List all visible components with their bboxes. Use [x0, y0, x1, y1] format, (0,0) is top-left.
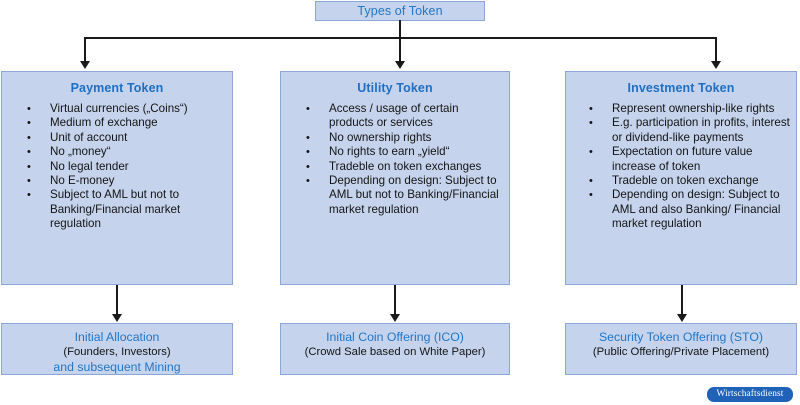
arrow-head-result-1: [112, 314, 122, 322]
result-subtitle: (Public Offering/Private Placement): [592, 346, 770, 358]
connector-branch-2: [399, 37, 401, 61]
root-node-types-of-token[interactable]: Types of Token: [315, 1, 485, 21]
category-title: Utility Token: [357, 81, 433, 95]
result-subtitle: (Founders, Investors): [63, 346, 171, 358]
bullet-icon: •: [589, 103, 593, 115]
list-item: • Depending on design: Subject to AML but…: [287, 174, 503, 217]
result-subtitle: (Crowd Sale based on White Paper): [304, 346, 486, 358]
list-item-text: No ownership rights: [329, 130, 432, 144]
list-item-text: Expectation on future value increase of …: [612, 145, 753, 173]
arrow-head-result-3: [677, 314, 687, 322]
arrow-head-branch-2: [395, 61, 405, 69]
connector-branch-3: [715, 37, 717, 61]
root-node-label: Types of Token: [357, 4, 443, 18]
list-item-text: Depending on design: Subject to AML but …: [329, 174, 499, 216]
list-item: • Medium of exchange: [8, 116, 226, 130]
publisher-logo: Wirtschaftsdienst: [707, 387, 793, 402]
list-item: • E.g. participation in profits, interest…: [572, 116, 790, 145]
category-box-payment-token[interactable]: Payment Token • Virtual currencies („Coin…: [1, 71, 233, 285]
list-item-text: Tradeble on token exchange: [612, 174, 759, 188]
category-box-utility-token[interactable]: Utility Token • Access / usage of certain…: [280, 71, 510, 285]
list-item-text: E.g. participation in profits, interest …: [612, 116, 790, 144]
list-item: • Access / usage of certain products or s…: [287, 102, 503, 131]
connector-result-1: [116, 285, 118, 315]
list-item-text: No rights to earn „yield“: [329, 145, 450, 159]
bullet-icon: •: [589, 146, 593, 159]
result-title: Initial Coin Offering (ICO): [326, 330, 464, 344]
result-subtitle-secondary: and subsequent Mining: [53, 359, 181, 374]
connector-branch-1: [84, 37, 86, 61]
list-item-text: Represent ownership-like rights: [612, 102, 775, 115]
bullet-icon: •: [27, 131, 31, 144]
list-item-text: Access / usage of certain products or se…: [329, 102, 459, 130]
list-item-text: Subject to AML but not to Banking/Financ…: [50, 188, 181, 231]
connector-root-stem: [399, 20, 401, 38]
result-box-initial-coin-offering[interactable]: Initial Coin Offering (ICO) (Crowd Sale …: [280, 323, 510, 375]
list-item: • No „money“: [8, 145, 226, 159]
bullet-icon: •: [589, 117, 593, 130]
bullet-icon: •: [27, 175, 31, 188]
category-bullet-list: • Access / usage of certain products or s…: [287, 102, 503, 217]
list-item: • Expectation on future value increase of…: [572, 145, 790, 174]
bullet-icon: •: [27, 189, 31, 202]
list-item-text: Depending on design: Subject to AML and …: [612, 188, 781, 231]
bullet-icon: •: [306, 160, 310, 173]
list-item-text: Unit of account: [50, 130, 128, 144]
bullet-icon: •: [306, 146, 310, 159]
list-item: • Depending on design: Subject to AML and…: [572, 188, 790, 231]
list-item-text: No E-money: [50, 174, 115, 188]
bullet-icon: •: [27, 103, 31, 115]
list-item: • Virtual currencies („Coins“): [8, 102, 226, 116]
bullet-icon: •: [589, 175, 593, 188]
list-item: • No legal tender: [8, 160, 226, 174]
list-item: • Unit of account: [8, 131, 226, 145]
arrow-head-branch-3: [711, 61, 721, 69]
result-box-initial-allocation[interactable]: Initial Allocation (Founders, Investors)…: [1, 323, 233, 375]
category-bullet-list: • Virtual currencies („Coins“) • Medium of…: [8, 102, 226, 232]
list-item: • Subject to AML but not to Banking/Finan…: [8, 188, 226, 231]
list-item: • No ownership rights: [287, 131, 503, 145]
category-title: Investment Token: [627, 81, 735, 95]
list-item: • Tradeble on token exchange: [572, 174, 790, 188]
list-item: • No rights to earn „yield“: [287, 145, 503, 159]
list-item-text: Medium of exchange: [50, 116, 158, 130]
bullet-icon: •: [306, 131, 310, 144]
list-item-text: No legal tender: [50, 159, 129, 173]
bullet-icon: •: [589, 189, 593, 202]
result-box-security-token-offering[interactable]: Security Token Offering (STO) (Public Of…: [565, 323, 797, 375]
category-bullet-list: • Represent ownership-like rights • E.g. p…: [572, 102, 790, 232]
list-item-text: No „money“: [50, 145, 111, 159]
list-item-text: Tradeble on token exchanges: [329, 159, 482, 173]
category-title: Payment Token: [70, 81, 164, 95]
result-title: Security Token Offering (STO): [598, 330, 764, 344]
bullet-icon: •: [27, 146, 31, 159]
result-title: Initial Allocation: [74, 330, 160, 344]
bullet-icon: •: [306, 175, 310, 188]
bullet-icon: •: [27, 117, 31, 130]
connector-result-3: [681, 285, 683, 315]
category-box-investment-token[interactable]: Investment Token • Represent ownership-li…: [565, 71, 797, 285]
connector-result-2: [394, 285, 396, 315]
list-item: • No E-money: [8, 174, 226, 188]
list-item: • Tradeble on token exchanges: [287, 160, 503, 174]
arrow-head-result-2: [390, 314, 400, 322]
list-item-text: Virtual currencies („Coins“): [50, 102, 188, 115]
bullet-icon: •: [27, 160, 31, 173]
bullet-icon: •: [306, 103, 310, 115]
list-item: • Represent ownership-like rights: [572, 102, 790, 116]
arrow-head-branch-1: [80, 61, 90, 69]
